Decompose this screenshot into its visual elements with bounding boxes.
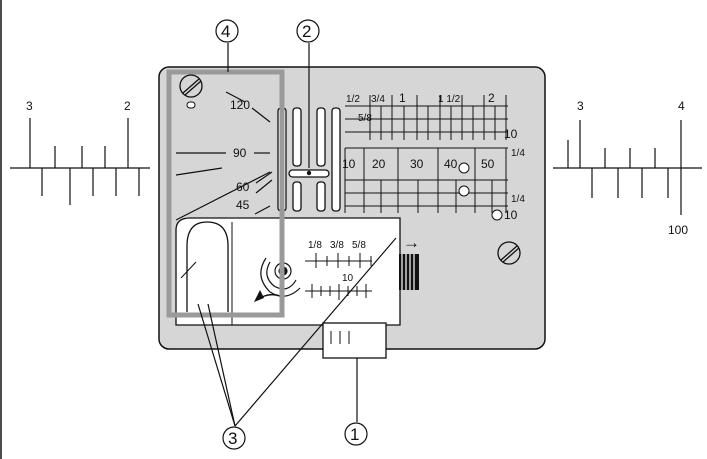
guide-hole-b bbox=[458, 185, 470, 197]
cover-angle-line bbox=[180, 261, 197, 279]
highlight-frame bbox=[166, 69, 285, 318]
right-scale-label-100: 100 bbox=[668, 223, 688, 237]
callout-4-label: 4 bbox=[221, 22, 230, 41]
right-scale-label-3: 3 bbox=[577, 99, 584, 113]
left-scale-label-3: 3 bbox=[26, 99, 33, 113]
metric-label-40: 40 bbox=[444, 157, 458, 171]
metric-label-10: 10 bbox=[342, 157, 356, 171]
right-seam-scale bbox=[553, 120, 702, 215]
right-scale-label-4: 4 bbox=[678, 99, 685, 113]
plate-small-slot bbox=[186, 101, 196, 109]
callout-2: 2 bbox=[296, 19, 320, 43]
guide-hole-a bbox=[458, 162, 470, 174]
spiral-arrowhead bbox=[254, 290, 264, 302]
screw-right bbox=[497, 241, 521, 265]
inch-label-half: 1/2 bbox=[346, 94, 360, 105]
guide-hole-c bbox=[491, 209, 503, 221]
cover-inch-scale bbox=[305, 253, 372, 268]
inch-label-one: 1 bbox=[399, 91, 406, 105]
callout-3-label: 3 bbox=[228, 429, 237, 448]
metric-label-20: 20 bbox=[372, 157, 386, 171]
inch-grid bbox=[345, 95, 508, 140]
inch-label-end: 10 bbox=[504, 127, 518, 141]
cover-label-5-8: 5/8 bbox=[352, 240, 366, 251]
metric-label-end: 10 bbox=[504, 208, 518, 222]
release-arrow: → bbox=[403, 233, 420, 252]
bobbin-cover-notch bbox=[186, 221, 229, 312]
angle-label-120: 120 bbox=[230, 98, 250, 112]
callout-3: 3 bbox=[222, 426, 246, 450]
callout-leaders bbox=[197, 43, 397, 427]
left-scale-label-2: 2 bbox=[124, 99, 131, 113]
metric-label-quarter-top: 1/4 bbox=[511, 148, 525, 159]
cover-metric-scale bbox=[305, 284, 372, 300]
cover-label-10: 10 bbox=[342, 273, 354, 284]
angle-label-60: 60 bbox=[236, 180, 250, 194]
cover-label-1-8: 1/8 bbox=[308, 240, 322, 251]
angle-label-90: 90 bbox=[233, 146, 247, 160]
callout-1-label: 1 bbox=[350, 425, 359, 444]
metric-label-30: 30 bbox=[410, 157, 424, 171]
angle-guides bbox=[175, 91, 273, 221]
metric-grid bbox=[344, 147, 508, 213]
inch-label-one-half: 1 1/2 bbox=[438, 94, 461, 105]
plate-bottom-tab bbox=[322, 322, 387, 359]
inch-label-three-quarters: 3/4 bbox=[371, 94, 385, 105]
needle-hole bbox=[306, 170, 312, 176]
angle-label-45: 45 bbox=[236, 198, 250, 212]
inch-label-two: 2 bbox=[488, 91, 495, 105]
cover-label-3-8: 3/8 bbox=[330, 240, 344, 251]
callout-1: 1 bbox=[344, 422, 368, 446]
callout-2-label: 2 bbox=[302, 22, 311, 41]
metric-label-quarter-bottom: 1/4 bbox=[511, 194, 525, 205]
screw-top-left bbox=[179, 74, 203, 98]
release-button bbox=[399, 254, 419, 290]
callout-4: 4 bbox=[215, 19, 239, 43]
left-seam-scale bbox=[10, 118, 150, 205]
inch-label-five-eighths: 5/8 bbox=[358, 113, 372, 124]
metric-label-50: 50 bbox=[481, 157, 495, 171]
